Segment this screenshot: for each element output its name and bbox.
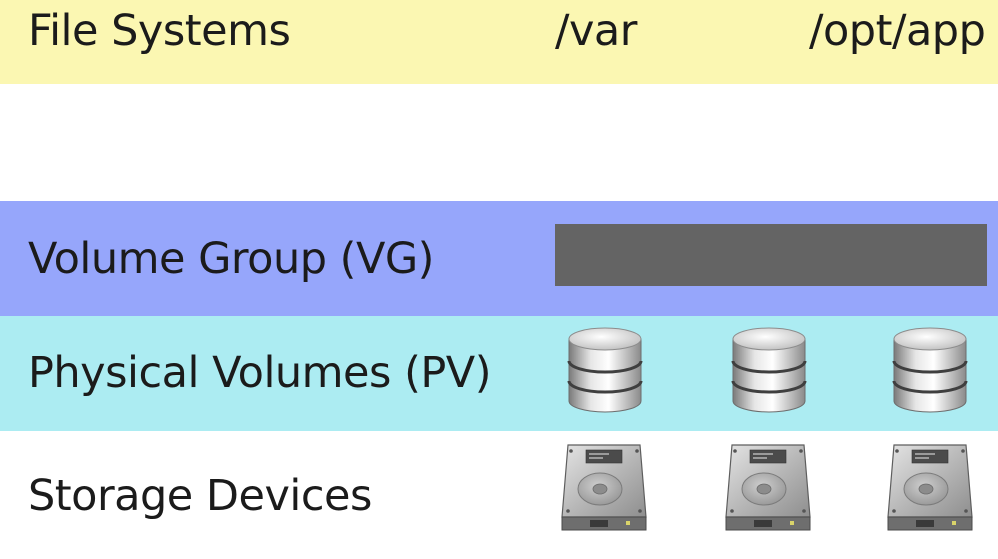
mount-point-opt-app: /opt/app <box>809 6 986 56</box>
logical-volume-gap <box>0 84 998 201</box>
storage-devices-label: Storage Devices <box>28 471 372 521</box>
physical-volumes-band <box>0 316 998 431</box>
volume-group-bar <box>555 224 987 286</box>
file-systems-band <box>0 0 998 84</box>
file-systems-label: File Systems <box>28 6 291 56</box>
database-icon <box>890 325 970 415</box>
physical-volumes-label: Physical Volumes (PV) <box>28 348 491 398</box>
database-icon <box>729 325 809 415</box>
hard-drive-icon <box>886 441 974 533</box>
database-icon <box>565 325 645 415</box>
hard-drive-icon <box>560 441 648 533</box>
storage-devices-band <box>0 431 998 559</box>
mount-point-var: /var <box>555 6 637 56</box>
hard-drive-icon <box>724 441 812 533</box>
volume-group-label: Volume Group (VG) <box>28 234 434 284</box>
